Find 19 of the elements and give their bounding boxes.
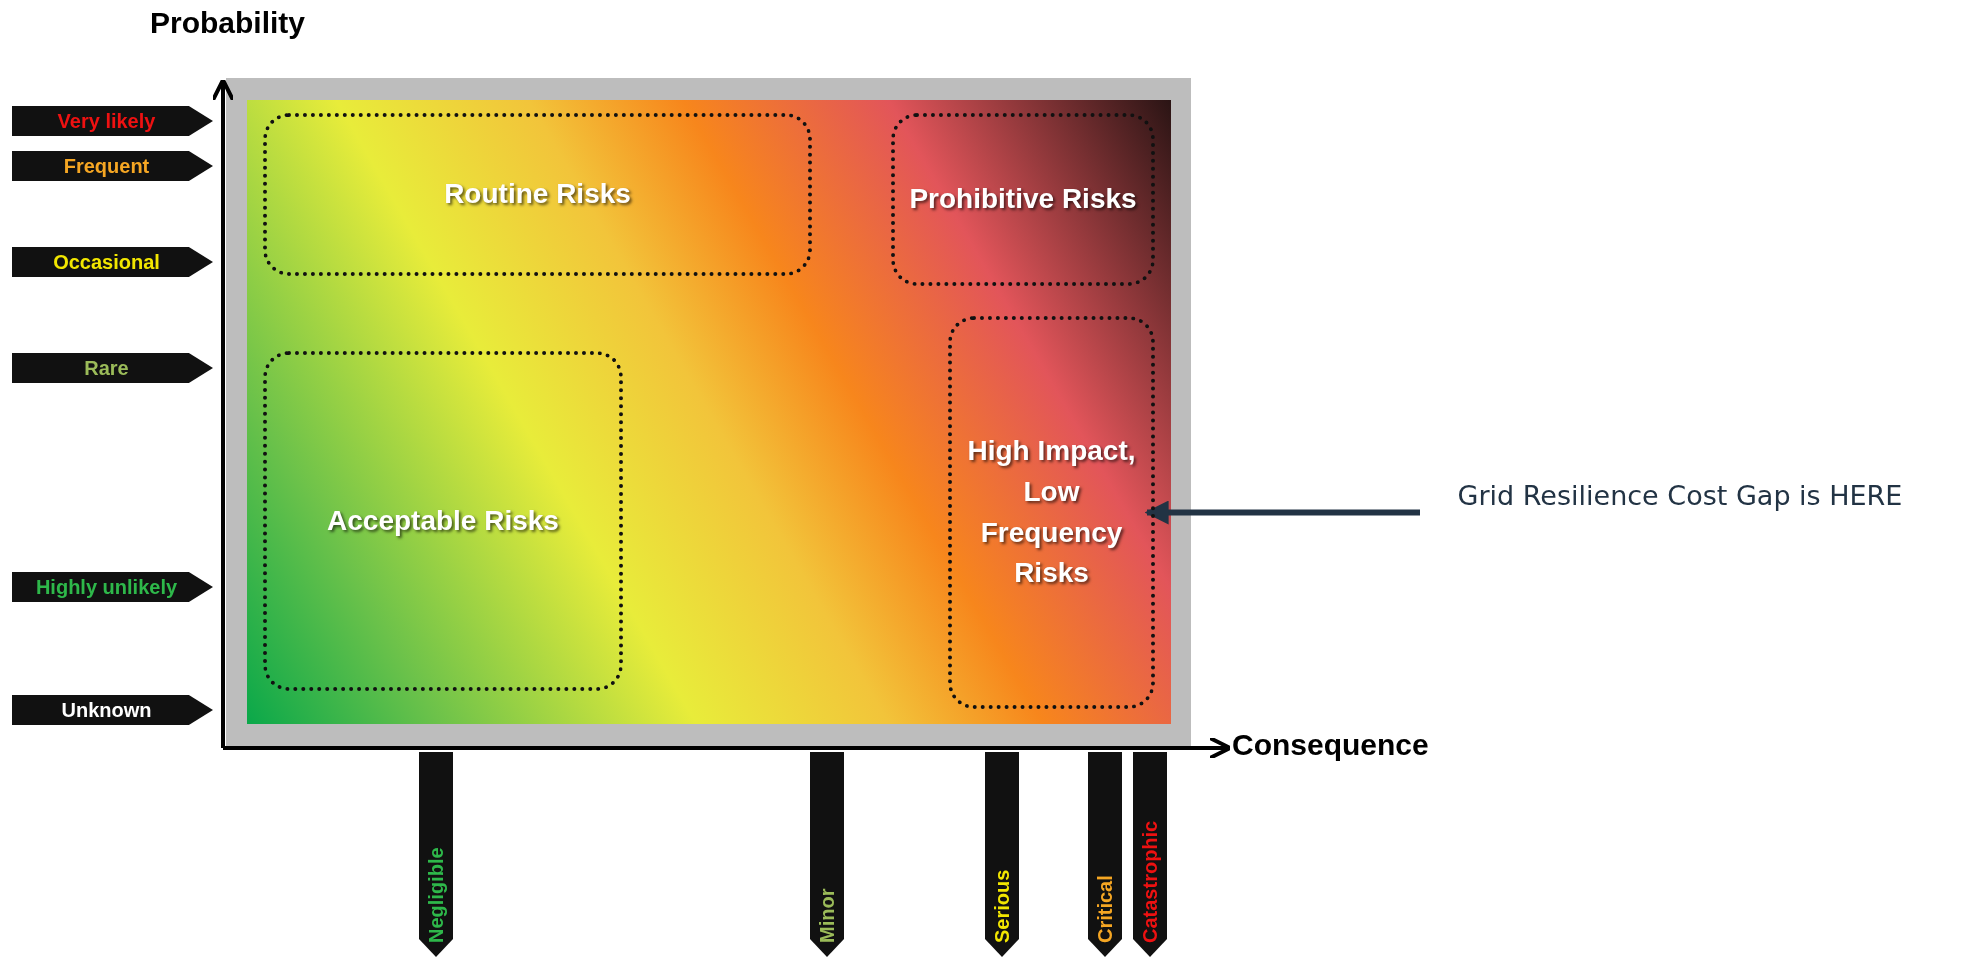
consequence-tag: Serious	[985, 752, 1019, 957]
consequence-tag: Negligible	[419, 752, 453, 957]
arrow	[1144, 500, 1420, 525]
risk-zone: Routine Risks	[263, 113, 812, 276]
probability-tag: Highly unlikely	[12, 572, 213, 602]
probability-tag: Occasional	[12, 247, 213, 277]
probability-tag: Rare	[12, 353, 213, 383]
consequence-tag: Catastrophic	[1133, 752, 1167, 957]
y-axis-title: Probability	[150, 6, 307, 41]
callout-text: Grid Resilience Cost Gap is HERE	[1440, 478, 1920, 558]
consequence-tag: Critical	[1088, 752, 1122, 957]
x-axis-title: Consequence	[1232, 728, 1430, 763]
probability-tag: Very likely	[12, 106, 213, 136]
risk-zone: High Impact, Low Frequency Risks	[948, 316, 1155, 709]
risk-zone: Acceptable Risks	[263, 351, 623, 691]
consequence-tag: Minor	[810, 752, 844, 957]
risk-zone: Prohibitive Risks	[891, 113, 1155, 286]
probability-tag: Unknown	[12, 695, 213, 725]
probability-tag: Frequent	[12, 151, 213, 181]
